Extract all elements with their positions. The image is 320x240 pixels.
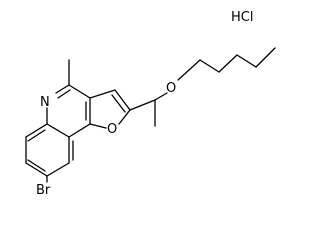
bond-double [111,94,126,113]
bond [68,84,91,99]
bond [25,123,48,138]
bond [114,89,131,111]
bond [177,59,201,81]
bond [199,59,220,73]
structure-diagram: HCl N O O Br [25,10,276,198]
bond [118,109,131,125]
bond [236,54,257,68]
ring-oxygen-atom: O [107,122,117,137]
bond [46,123,70,138]
bond [89,89,116,99]
bromine-atom: Br [36,183,51,198]
salt-label: HCl [231,10,253,25]
bond [55,84,70,94]
bond [68,123,91,138]
bond [129,99,156,111]
bond-double [57,89,71,99]
bond [154,92,168,101]
bond [89,123,107,129]
bond [218,54,238,73]
bond-double [27,159,46,172]
structure-svg: HCl N O O Br [25,10,276,198]
bond [25,162,48,177]
ether-oxygen-atom: O [166,81,176,96]
bond [255,47,276,68]
bond [46,162,70,177]
nitrogen-atom: N [40,95,50,110]
bond-double [27,129,46,142]
